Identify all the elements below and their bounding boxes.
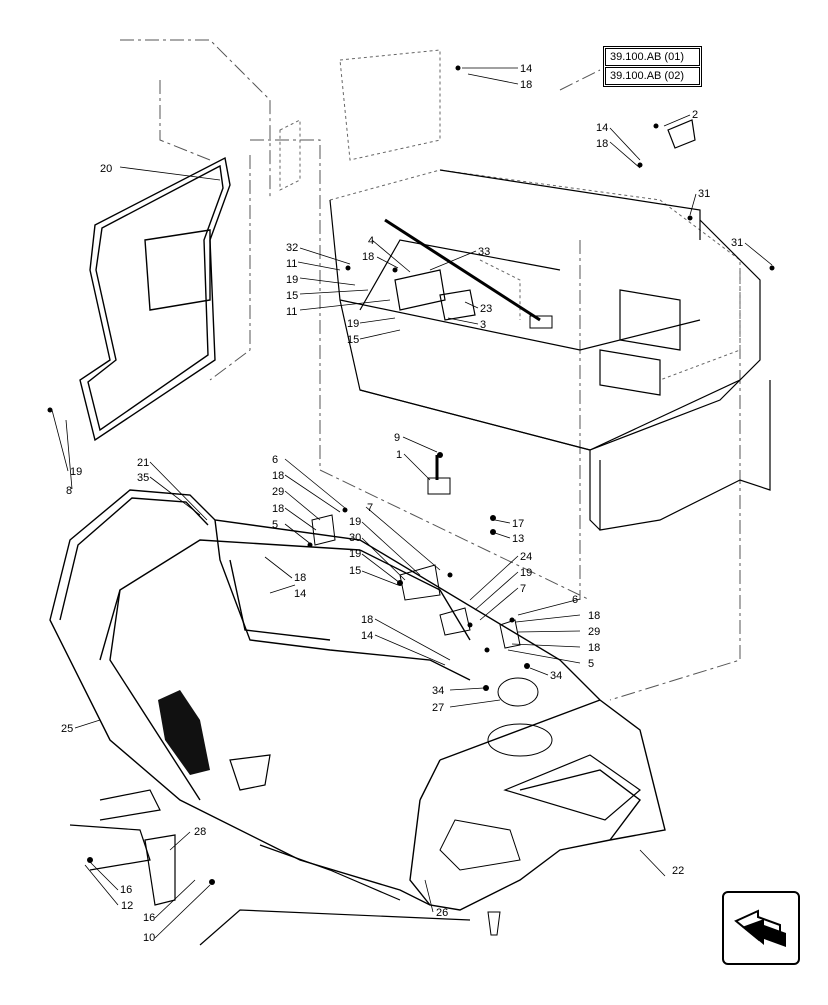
callout-29: 29	[588, 626, 600, 638]
callout-2: 2	[692, 109, 698, 121]
callout-25: 25	[61, 723, 73, 735]
callout-11: 11	[286, 258, 297, 270]
mount-bracket	[427, 477, 451, 495]
callout-30: 30	[349, 532, 361, 544]
callout-10: 10	[143, 932, 155, 944]
callout-27: 27	[432, 702, 444, 714]
hinge-bracket	[394, 269, 446, 311]
bracket-29-right	[499, 619, 521, 649]
callout-6: 6	[572, 594, 578, 606]
callout-20: 20	[100, 163, 112, 175]
callout-19: 19	[70, 466, 82, 478]
callout-18: 18	[520, 79, 532, 91]
callout-32: 32	[286, 242, 298, 254]
callout-5: 5	[272, 519, 278, 531]
hinge-24	[439, 607, 471, 636]
reference-link-01[interactable]: 39.100.AB (01)	[605, 48, 700, 66]
callout-19: 19	[347, 318, 359, 330]
filler-opening	[487, 723, 553, 757]
callout-14: 14	[596, 122, 608, 134]
callout-34: 34	[432, 685, 444, 697]
lower-louvers	[439, 819, 521, 871]
callout-18: 18	[272, 503, 284, 515]
callout-11: 11	[286, 306, 297, 318]
callout-14: 14	[361, 630, 373, 642]
callout-18: 18	[588, 610, 600, 622]
callout-24: 24	[520, 551, 532, 563]
hood-grille	[158, 690, 210, 775]
callout-26: 26	[436, 907, 448, 919]
callout-8: 8	[66, 485, 72, 497]
callout-19: 19	[349, 548, 361, 560]
callout-29: 29	[272, 486, 284, 498]
latch-plate	[439, 289, 476, 321]
callout-9: 9	[394, 432, 400, 444]
support-rod	[384, 218, 541, 322]
callout-16: 16	[143, 912, 155, 924]
callout-6: 6	[272, 454, 278, 466]
callout-12: 12	[121, 900, 133, 912]
callout-7: 7	[367, 502, 373, 514]
callout-13: 13	[512, 533, 524, 545]
knob	[667, 119, 696, 149]
hood-latch	[229, 754, 271, 791]
next-page-button[interactable]	[722, 891, 800, 965]
callout-17: 17	[512, 518, 524, 530]
callout-18: 18	[294, 572, 306, 584]
callout-3: 3	[480, 319, 486, 331]
callout-31: 31	[698, 188, 710, 200]
callout-18: 18	[362, 251, 374, 263]
callout-14: 14	[294, 588, 306, 600]
callout-23: 23	[480, 303, 492, 315]
callout-34: 34	[550, 670, 562, 682]
callout-15: 15	[349, 565, 361, 577]
callout-15: 15	[286, 290, 298, 302]
reference-link-02[interactable]: 39.100.AB (02)	[605, 67, 700, 85]
side-panel	[79, 156, 231, 442]
pin	[487, 911, 501, 936]
callout-4: 4	[368, 235, 374, 247]
callout-18: 18	[272, 470, 284, 482]
bracket-29-left	[311, 514, 336, 546]
callout-5: 5	[588, 658, 594, 670]
hinge-30	[399, 564, 441, 601]
rear-frame-outline	[279, 49, 741, 381]
arrow-right-icon	[734, 909, 786, 947]
callout-31: 31	[731, 237, 743, 249]
callout-19: 19	[349, 516, 361, 528]
callout-28: 28	[194, 826, 206, 838]
callout-16: 16	[120, 884, 132, 896]
callout-1: 1	[396, 449, 402, 461]
callout-22: 22	[672, 865, 684, 877]
callout-18: 18	[588, 642, 600, 654]
callout-35: 35	[137, 472, 149, 484]
callout-15: 15	[347, 334, 359, 346]
phantom-lines	[120, 39, 741, 701]
callout-18: 18	[361, 614, 373, 626]
callout-21: 21	[137, 457, 149, 469]
callout-14: 14	[520, 63, 532, 75]
frame-body	[329, 169, 771, 531]
callout-7: 7	[520, 583, 526, 595]
callout-19: 19	[520, 567, 532, 579]
callout-33: 33	[478, 246, 490, 258]
rod-end-bracket	[529, 315, 553, 329]
leader-lines	[51, 67, 773, 939]
callout-19: 19	[286, 274, 298, 286]
hood-vent	[503, 754, 641, 821]
fasteners	[47, 65, 775, 885]
reference-box: 39.100.AB (01) 39.100.AB (02)	[603, 46, 702, 87]
cap	[497, 677, 539, 707]
callout-18: 18	[596, 138, 608, 150]
lower-brackets	[69, 789, 471, 946]
